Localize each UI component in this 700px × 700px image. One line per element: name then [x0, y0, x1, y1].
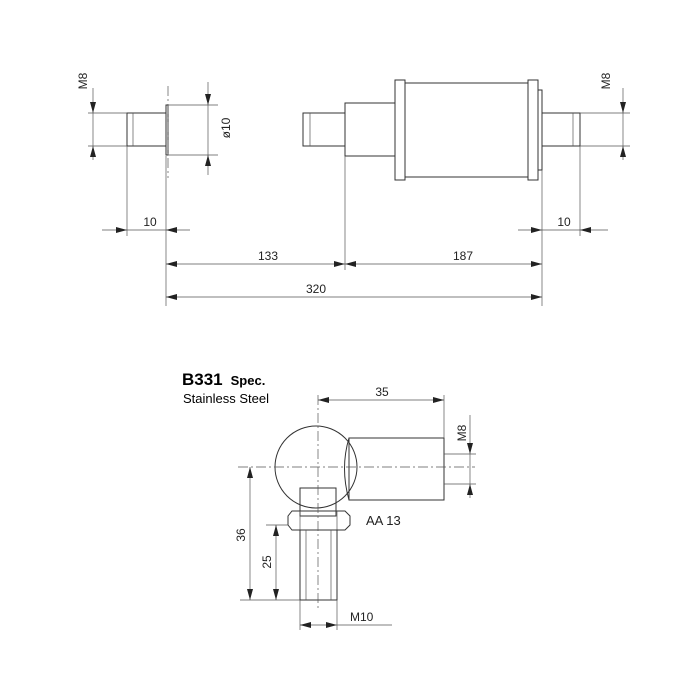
dim-10-left: 10: [102, 215, 190, 233]
dim-133-187: 133 187: [166, 249, 542, 267]
gas-spring-view: M8 ø10 M8 10 10: [76, 72, 630, 306]
ball-joint-spec: Spec.: [231, 373, 266, 388]
dim-m8-right: M8: [599, 72, 626, 160]
gas-spring-body: [302, 79, 581, 181]
dim-aa13-label: AA 13: [366, 513, 401, 528]
dim-m10: M10: [300, 610, 392, 628]
dim-320-label: 320: [306, 282, 326, 296]
dim-35-label: 35: [375, 385, 389, 399]
dim-m8-left: M8: [76, 72, 96, 160]
dim-36-label: 36: [234, 528, 248, 542]
dim-187-label: 187: [453, 249, 473, 263]
dim-dia10-label: ø10: [219, 117, 233, 138]
dim-35: 35: [318, 385, 444, 403]
dim-m8-ball: M8: [455, 415, 473, 498]
ball-joint-code: B331: [182, 370, 223, 389]
ball-joint-title: B331 Spec.: [182, 370, 265, 389]
dim-m8-left-label: M8: [76, 72, 90, 89]
dim-dia10: ø10: [205, 82, 233, 175]
ball-joint-material: Stainless Steel: [183, 391, 269, 406]
dim-10-right: 10: [518, 215, 608, 233]
dim-36: 36: [234, 467, 253, 600]
dim-m10-label: M10: [350, 610, 374, 624]
dim-m8-ball-label: M8: [455, 424, 469, 441]
ball-joint-part: [274, 425, 445, 601]
dim-10-right-label: 10: [557, 215, 571, 229]
dim-10-left-label: 10: [143, 215, 157, 229]
dim-133-label: 133: [258, 249, 278, 263]
dim-m8-right-label: M8: [599, 72, 613, 89]
dim-320: 320: [166, 282, 542, 300]
dim-25-label: 25: [260, 555, 274, 569]
dim-25: 25: [260, 525, 279, 600]
left-end-fitting: [126, 104, 169, 156]
ball-joint-view: B331 Spec. Stainless Steel: [182, 370, 476, 630]
